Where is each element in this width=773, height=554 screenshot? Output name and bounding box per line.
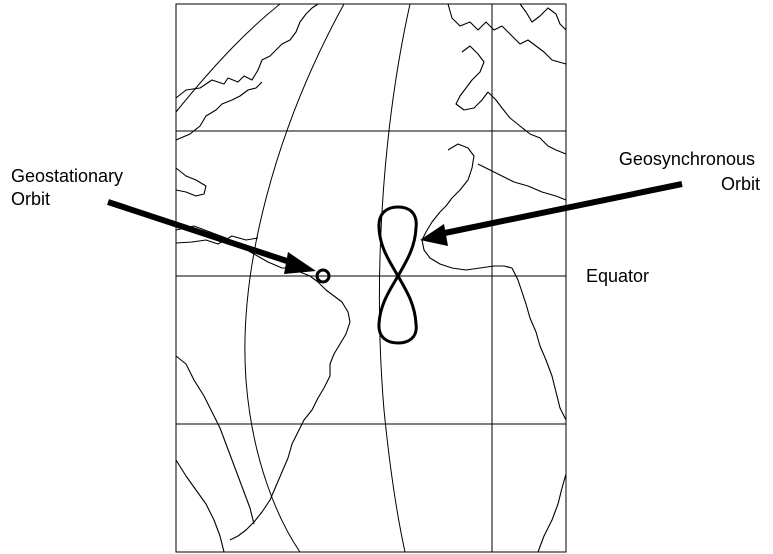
coastline-africa-south [537, 473, 567, 553]
geostationary-label: Geostationary Orbit [11, 166, 128, 209]
map-grid [175, 3, 567, 553]
coastline-north-america-2 [175, 81, 263, 141]
coastline-africa-gulf [511, 267, 567, 421]
coastline-europe-north [447, 3, 567, 65]
coastline-iberia-france [487, 91, 567, 155]
coastline-pacific-south [175, 459, 225, 553]
geostationary-arrow-head [284, 252, 316, 274]
coastline-south-america-west [175, 355, 255, 525]
map-frame [175, 3, 567, 553]
coastlines [175, 3, 567, 553]
coastline-north-america [175, 3, 319, 99]
geostationary-arrow-shaft [107, 199, 297, 267]
pointer-arrows [107, 181, 683, 274]
coastline-iberia-west [439, 143, 475, 213]
geostationary-label-line-2: Orbit [11, 189, 50, 209]
meridian-arc-middle [244, 3, 345, 553]
geosynchronous-arrow-shaft [439, 181, 683, 237]
coastline-north-america-3 [175, 167, 207, 197]
geosynchronous-arrow-head [420, 224, 448, 246]
geostationary-label-line-1: Geostationary [11, 166, 123, 186]
geosynchronous-label-line-2: Orbit [721, 174, 760, 194]
equator-label: Equator [586, 266, 649, 286]
coastline-africa-west [421, 211, 513, 271]
geosynchronous-orbit-figure-eight [377, 205, 418, 345]
geostationary-orbit-marker [315, 268, 331, 284]
meridian-arc-right [378, 3, 411, 553]
geosynchronous-label: Geosynchronous Orbit [619, 149, 760, 194]
coastline-british-isles [455, 45, 489, 111]
meridian-arcs [175, 3, 411, 553]
coastline-caribbean [175, 235, 259, 245]
coastline-mediterranean [477, 163, 567, 201]
meridian-arc-left [175, 3, 281, 113]
coastline-south-america [229, 271, 351, 541]
coastline-scandinavia [519, 3, 567, 31]
geosynchronous-label-line-1: Geosynchronous [619, 149, 755, 169]
orbits [315, 205, 418, 345]
